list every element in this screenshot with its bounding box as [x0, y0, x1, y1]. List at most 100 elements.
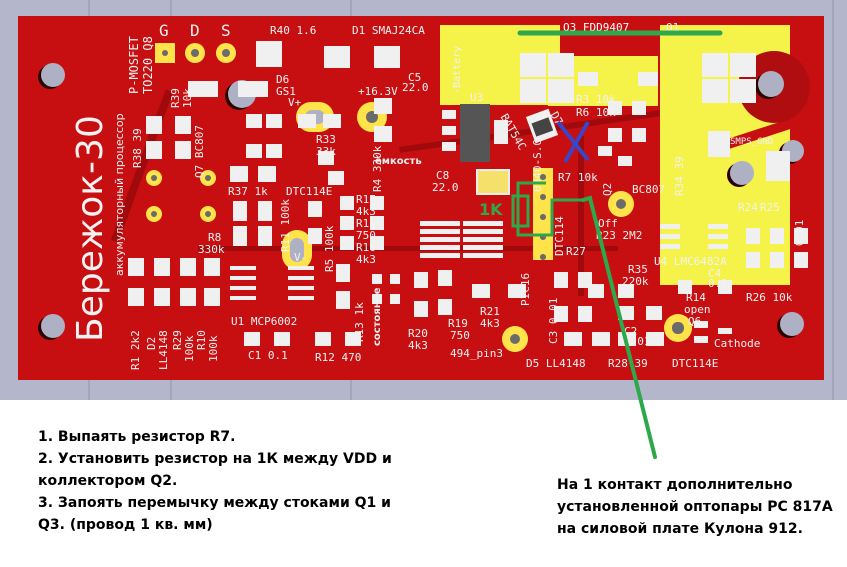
smd-pad [298, 114, 316, 128]
smd-pad [256, 41, 282, 67]
smd-pad [370, 216, 384, 230]
label-bc807: BC807 [632, 183, 666, 196]
label-r17-value: 4k3 [356, 205, 376, 218]
smd-pad [230, 276, 256, 280]
smd-pad [230, 296, 256, 300]
smd-pad [438, 299, 452, 315]
smd-pad [288, 296, 314, 300]
smd-pad [420, 229, 460, 234]
drain-pin [185, 43, 205, 63]
pic-pin [536, 230, 550, 244]
smd-pad [336, 264, 350, 282]
test-point-494 [502, 326, 528, 352]
instruction-line: 2. Установить резистор на 1К между VDD и [38, 451, 392, 467]
smd-pad [463, 221, 503, 226]
v-minus-pad [282, 230, 312, 270]
smd-pad [588, 284, 604, 298]
smd-pad [646, 306, 662, 320]
smd-pad [340, 216, 354, 230]
label-emkost: ёмкость [375, 156, 422, 167]
pic-pin [536, 170, 550, 184]
pad [442, 126, 456, 135]
smd-pad [340, 196, 354, 210]
label-r16: R16 [356, 241, 376, 254]
trace [198, 246, 618, 251]
smd-pad [230, 266, 256, 270]
smd-pad [266, 144, 282, 158]
smd-pad [463, 253, 503, 258]
smd-pad [660, 244, 680, 249]
mounting-hole [41, 314, 65, 338]
smd-pad [128, 288, 144, 306]
smd-pad [770, 252, 784, 268]
smd-pad [204, 258, 220, 276]
u3-regulator [460, 104, 490, 162]
label-r23: R23 2M2 [596, 229, 643, 242]
smd-pad [618, 156, 632, 166]
instruction-line: На 1 контакт дополнительно [557, 477, 793, 493]
via [146, 206, 162, 222]
label-c5-value: 22.0 [402, 81, 429, 94]
label-r20: R20 [408, 327, 428, 340]
label-r12: R12 470 [315, 351, 362, 364]
smd-pad [520, 53, 546, 77]
label-gs1: GS1 [276, 85, 296, 98]
label-u1: U1 MCP6002 [231, 315, 298, 328]
label-c4: C4 [708, 267, 722, 280]
smd-pad [180, 258, 196, 276]
smd-pad [246, 114, 262, 128]
smd-pad [340, 236, 354, 250]
pcb-board: Бережок-30 аккумуляторный процессор P-MO… [18, 16, 824, 380]
smd-pad [336, 291, 350, 309]
label-c2-value: 0.01 [624, 335, 651, 348]
smd-pad [730, 79, 756, 103]
pic-pin [536, 210, 550, 224]
smd-pad [288, 276, 314, 280]
label-r35: R35 [628, 263, 648, 276]
smd-pad [420, 221, 460, 226]
label-r8-value: 330k [198, 243, 225, 256]
label-r21-value: 4k3 [480, 317, 500, 330]
pin-label-d: D [190, 21, 200, 40]
source-pin [216, 43, 236, 63]
mounting-hole [780, 312, 804, 336]
label-dtc114e-c: DTC114E [672, 357, 719, 370]
pcb-viewer[interactable]: Бережок-30 аккумуляторный процессор P-MO… [0, 0, 847, 459]
label-r6: R6 10k [576, 106, 616, 119]
label-r33-value: 33k [316, 145, 336, 158]
label-c8: C8 [436, 169, 450, 182]
smd-pad [328, 171, 344, 185]
smd-pad [288, 266, 314, 270]
label-r18-value: 750 [356, 229, 376, 242]
label-c5: C5 [408, 71, 422, 84]
smd-pad [414, 301, 428, 317]
smd-pad [438, 270, 452, 286]
label-r33: R33 [316, 133, 336, 146]
label-vplus: V+ [288, 96, 302, 109]
label-q6: Q6 [688, 315, 702, 328]
smd-pad [128, 258, 144, 276]
smd-pad [702, 53, 728, 77]
smd-pad [718, 328, 732, 334]
trace [578, 136, 584, 296]
smd-pad [146, 116, 162, 134]
label-d1: D1 SMAJ24CA [352, 24, 425, 37]
cross-out-r7 [556, 120, 590, 162]
label-c2: C2 [624, 325, 638, 338]
smd-pad [746, 252, 760, 268]
smd-pad [618, 306, 634, 320]
smd-pad [646, 332, 664, 346]
smd-pad [258, 201, 272, 221]
mounting-hole [730, 161, 754, 185]
instruction-line: 1. Выпаять резистор R7. [38, 429, 236, 445]
pad [494, 120, 508, 144]
label-r25: R25 [760, 201, 780, 214]
smd-pad [708, 224, 728, 229]
cross-out-r7 [563, 121, 590, 163]
gate-pin [157, 45, 173, 61]
smd-pad [508, 284, 526, 298]
smd-pad [244, 332, 260, 346]
smd-pad [414, 272, 428, 288]
c8-capacitor [476, 169, 510, 195]
instructions-left: 1. Выпаять резистор R7. 2. Установить ре… [38, 426, 392, 536]
